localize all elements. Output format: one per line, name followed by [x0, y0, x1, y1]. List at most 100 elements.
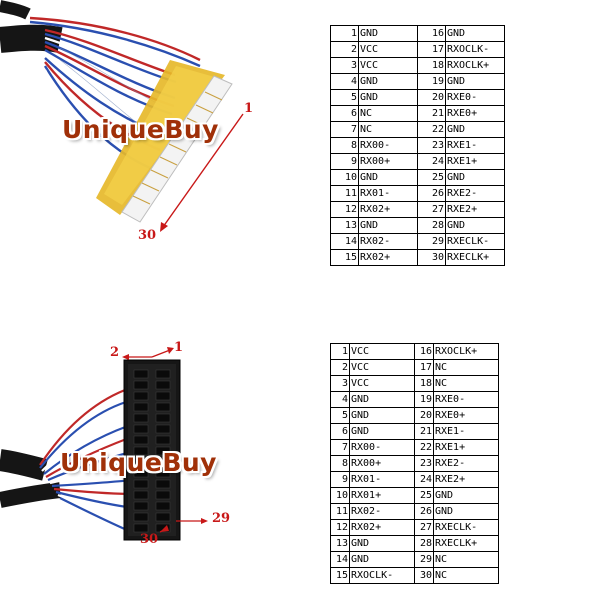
pin-signal-cell: VCC [349, 359, 415, 376]
pin-number-cell: 29 [417, 233, 446, 250]
pin-number-cell: 12 [330, 201, 359, 218]
pin-number-cell: 25 [414, 487, 434, 504]
pin-signal-cell: RXE1- [445, 137, 505, 154]
pin-signal-cell: NC [358, 121, 418, 138]
pin-signal-cell: RXOCLK- [445, 41, 505, 58]
pin-number-cell: 2 [330, 359, 350, 376]
pin-number-cell: 3 [330, 57, 359, 74]
pin-number-cell: 7 [330, 121, 359, 138]
pin-signal-cell: RX00+ [358, 153, 418, 170]
pin-signal-cell: RXOCLK+ [445, 57, 505, 74]
pin-signal-cell: VCC [349, 343, 415, 360]
pin-signal-cell: NC [358, 105, 418, 122]
pin-number-cell: 24 [417, 153, 446, 170]
pin-number-cell: 7 [330, 439, 350, 456]
pin-signal-cell: RX02+ [349, 519, 415, 536]
pin-number-cell: 11 [330, 185, 359, 202]
pin-number-cell: 27 [417, 201, 446, 218]
pin-signal-cell: NC [433, 359, 499, 376]
pin-signal-cell: GND [358, 25, 418, 42]
pin-number-cell: 21 [417, 105, 446, 122]
pin-signal-cell: RXE0- [445, 89, 505, 106]
pin-number-cell: 26 [414, 503, 434, 520]
pin-signal-cell: RXE1+ [433, 439, 499, 456]
pin-number-cell: 10 [330, 487, 350, 504]
pin-number-cell: 17 [414, 359, 434, 376]
pin-1-label-top: 1 [244, 101, 254, 116]
pin-number-cell: 30 [417, 249, 446, 266]
pin-signal-cell: RXECLK- [433, 519, 499, 536]
pin-signal-cell: GND [445, 121, 505, 138]
pin-signal-cell: RX00- [349, 439, 415, 456]
pin-signal-cell: RXE2+ [445, 201, 505, 218]
pin-number-cell: 23 [414, 455, 434, 472]
pin-number-cell: 1 [330, 343, 350, 360]
pin-signal-cell: RX02- [358, 233, 418, 250]
pin-number-cell: 9 [330, 153, 359, 170]
pin-signal-cell: GND [349, 535, 415, 552]
pin-signal-cell: RXOCLK+ [433, 343, 499, 360]
pin-signal-cell: RX00- [358, 137, 418, 154]
pin-signal-cell: RX01- [349, 471, 415, 488]
pin-signal-cell: VCC [349, 375, 415, 392]
pin-number-cell: 24 [414, 471, 434, 488]
pin-signal-cell: NC [433, 551, 499, 568]
pin-number-cell: 16 [417, 25, 446, 42]
pin-signal-cell: RXECLK+ [433, 535, 499, 552]
pin-number-cell: 15 [330, 567, 350, 584]
pin-number-cell: 27 [414, 519, 434, 536]
pin-signal-cell: RXE1- [433, 423, 499, 440]
pin-number-cell: 26 [417, 185, 446, 202]
pin-number-cell: 11 [330, 503, 350, 520]
pin-signal-cell: RX01+ [349, 487, 415, 504]
pin-number-cell: 3 [330, 375, 350, 392]
pin-signal-cell: NC [433, 375, 499, 392]
pin-signal-cell: GND [349, 551, 415, 568]
pin-number-cell: 2 [330, 41, 359, 58]
pin-signal-cell: GND [445, 217, 505, 234]
pin-number-cell: 25 [417, 169, 446, 186]
pin-signal-cell: RXE0+ [445, 105, 505, 122]
pin-signal-cell: RXECLK- [445, 233, 505, 250]
pin-number-cell: 5 [330, 89, 359, 106]
pin-number-cell: 16 [414, 343, 434, 360]
pin-number-cell: 8 [330, 455, 350, 472]
pin-number-cell: 29 [414, 551, 434, 568]
pin-signal-cell: RX01- [358, 185, 418, 202]
pin-signal-cell: RXE1+ [445, 153, 505, 170]
pin-signal-cell: RX02- [349, 503, 415, 520]
pin-number-cell: 9 [330, 471, 350, 488]
pin-number-cell: 22 [414, 439, 434, 456]
pin-number-cell: 30 [414, 567, 434, 584]
pin-number-cell: 12 [330, 519, 350, 536]
pin-number-cell: 8 [330, 137, 359, 154]
pin-number-cell: 18 [414, 375, 434, 392]
pin-30-label-top: 30 [138, 228, 157, 243]
pin-number-cell: 23 [417, 137, 446, 154]
pin-number-cell: 14 [330, 233, 359, 250]
pin-number-cell: 15 [330, 249, 359, 266]
brand-watermark-bottom: UniqueBuy [60, 448, 217, 477]
pin-signal-cell: GND [358, 73, 418, 90]
pin-signal-cell: VCC [358, 41, 418, 58]
pin-number-cell: 28 [417, 217, 446, 234]
brand-watermark-top: UniqueBuy [62, 115, 219, 144]
